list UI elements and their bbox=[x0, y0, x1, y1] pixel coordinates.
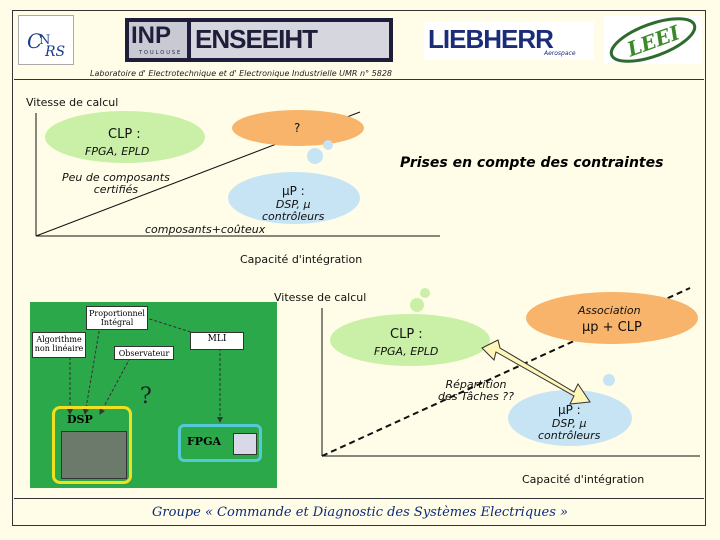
repartition-line2: des Tâches ?? bbox=[438, 390, 514, 403]
assoc-cloud bbox=[526, 292, 698, 344]
note-left-line1: Peu de composants bbox=[62, 171, 170, 184]
bottom-clp-sub: FPGA, EPLD bbox=[374, 345, 439, 358]
top-clp-sub: FPGA, EPLD bbox=[85, 145, 150, 158]
note-bottom: composants+coûteux bbox=[145, 223, 266, 236]
repartition-text: Répartition des Tâches ?? bbox=[438, 379, 514, 403]
fpga-label: FPGA bbox=[187, 435, 222, 448]
fpga-chip-image bbox=[233, 433, 257, 455]
up-cloud-top bbox=[228, 172, 360, 224]
unknown-mark: ? bbox=[294, 121, 301, 135]
bottom-up-sub: DSP, µ contrôleurs bbox=[538, 418, 600, 442]
top-y-axis-label: Vitesse de calcul bbox=[26, 96, 119, 109]
top-clp-title: CLP : bbox=[108, 127, 141, 142]
cnrs-logo-icon: C N RS bbox=[27, 29, 65, 60]
top-up-sub: DSP, µ contrôleurs bbox=[262, 199, 324, 223]
control-diagram: Proportionnel Intégral Algorithme non li… bbox=[30, 302, 277, 488]
assoc-title: Association bbox=[578, 304, 641, 317]
liebherr-logo: LIEBHERR Aerospace bbox=[424, 22, 594, 60]
note-left: Peu de composants certifiés bbox=[62, 172, 170, 196]
box-observateur: Observateur bbox=[114, 346, 174, 360]
bottom-up-title: µP : bbox=[558, 403, 581, 417]
dsp-label: DSP bbox=[67, 413, 93, 426]
bottom-y-axis-label: Vitesse de calcul bbox=[274, 291, 367, 304]
diagram-question: ? bbox=[140, 384, 152, 409]
bottom-up-sub2: contrôleurs bbox=[538, 429, 601, 442]
clp-cloud-top bbox=[45, 111, 205, 163]
inp-enseeiht-logo: INP TOULOUSE ENSEEIHT bbox=[125, 18, 393, 62]
liebherr-sub-text: Aerospace bbox=[544, 50, 576, 57]
inp-sub-text: TOULOUSE bbox=[139, 50, 183, 56]
svg-text:N: N bbox=[39, 33, 50, 48]
slide-frame bbox=[12, 10, 706, 526]
box-algorithme: Algorithme non linéaire bbox=[32, 332, 86, 358]
bottom-up-sub1: DSP, µ bbox=[551, 417, 587, 430]
inp-text: INP bbox=[131, 22, 172, 49]
top-up-sub2: contrôleurs bbox=[262, 210, 325, 223]
svg-text:RS: RS bbox=[44, 44, 65, 60]
repartition-line1: Répartition bbox=[445, 378, 507, 391]
box-proportionnel: Proportionnel Intégral bbox=[86, 306, 148, 330]
top-x-axis-label: Capacité d'intégration bbox=[240, 253, 363, 266]
bottom-diagonal bbox=[321, 287, 691, 457]
double-arrow bbox=[481, 339, 591, 405]
box-mli: MLI bbox=[190, 332, 244, 350]
enseeiht-text: ENSEEIHT bbox=[195, 24, 318, 54]
top-up-title: µP : bbox=[282, 184, 305, 198]
bottom-x-axis-label: Capacité d'intégration bbox=[522, 473, 645, 486]
cnrs-logo: C N RS bbox=[18, 15, 74, 65]
leei-logo: LEEI bbox=[604, 16, 702, 64]
dsp-board: DSP bbox=[52, 406, 132, 484]
footer-text: Groupe « Commande et Diagnostic des Syst… bbox=[152, 505, 568, 520]
note-left-line2: certifiés bbox=[93, 183, 139, 196]
leei-logo-icon: LEEI bbox=[609, 17, 697, 63]
liebherr-text: LIEBHERR bbox=[428, 24, 554, 54]
dsp-board-image bbox=[61, 431, 127, 479]
top-up-sub1: DSP, µ bbox=[275, 198, 311, 211]
header-divider bbox=[14, 79, 704, 80]
assoc-sub: µp + CLP bbox=[582, 320, 642, 335]
up-cloud-bottom bbox=[508, 390, 632, 446]
lab-line: Laboratoire d' Electrotechnique et d' El… bbox=[90, 69, 393, 78]
bottom-clp-title: CLP : bbox=[390, 327, 423, 342]
constraints-text: Prises en compte des contraintes bbox=[400, 155, 664, 171]
svg-text:C: C bbox=[27, 29, 42, 53]
fpga-chip: FPGA bbox=[178, 424, 262, 462]
footer-divider bbox=[14, 498, 704, 499]
unknown-cloud bbox=[232, 110, 364, 146]
clp-cloud-bottom bbox=[330, 314, 490, 366]
